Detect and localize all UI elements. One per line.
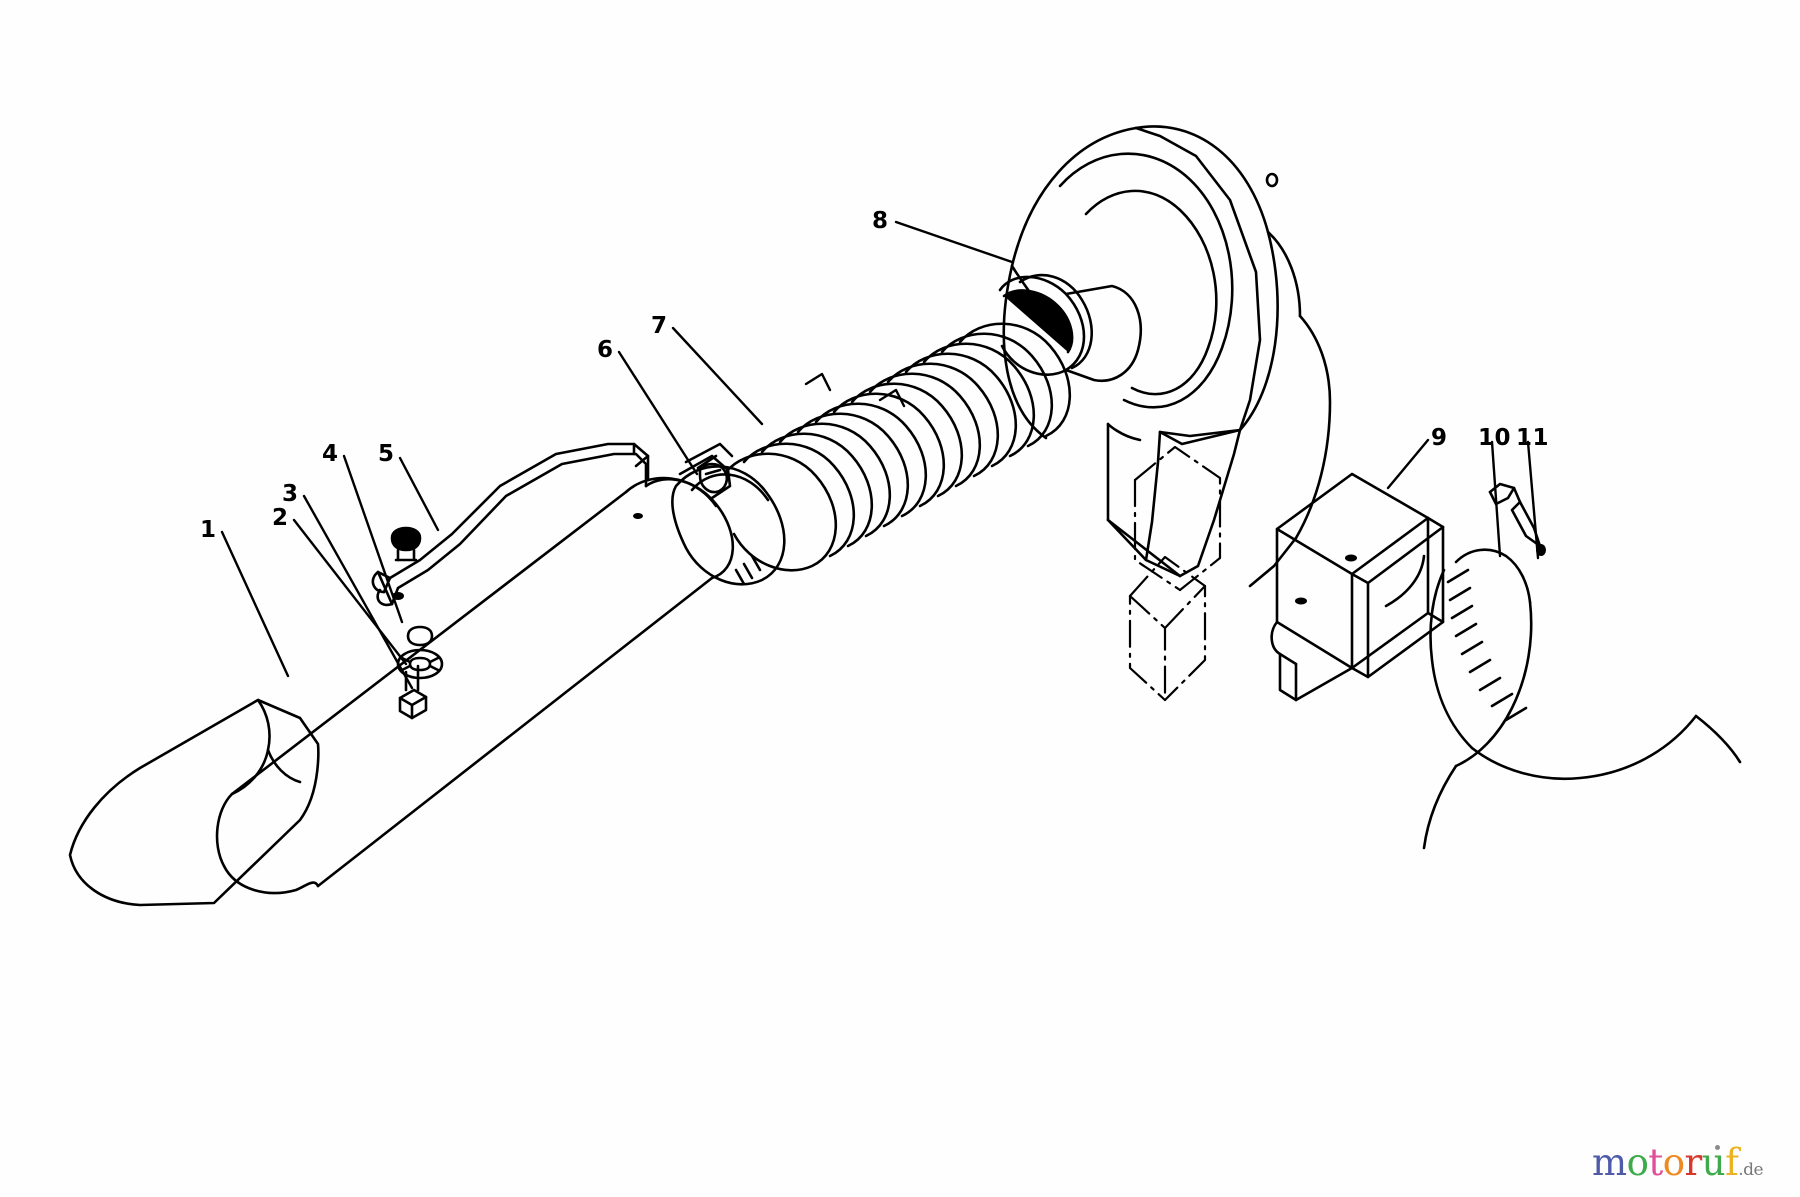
bag-cuff-and-fasteners bbox=[1422, 482, 1742, 850]
discharge-chute-outlet bbox=[68, 698, 320, 907]
flexible-corrugated-hose bbox=[724, 322, 1072, 572]
callout-4: 4 bbox=[322, 441, 339, 467]
support-bracket-rod bbox=[371, 442, 650, 607]
flow-direction-arrows bbox=[804, 372, 906, 408]
watermark-letter-r: r bbox=[1684, 1141, 1703, 1184]
callout-3: 3 bbox=[282, 481, 299, 507]
callout-11: 11 bbox=[1516, 425, 1550, 451]
watermark-letter-t: t bbox=[1648, 1141, 1663, 1184]
blower-housing bbox=[998, 125, 1279, 578]
watermark-dot-accent bbox=[1715, 1145, 1720, 1150]
callout-1: 1 bbox=[200, 517, 217, 543]
callout-2: 2 bbox=[272, 505, 289, 531]
motoruf-watermark: motoruf.de bbox=[1592, 1141, 1764, 1184]
watermark-letter-m: m bbox=[1592, 1141, 1627, 1184]
deflector-shield-plate bbox=[1270, 472, 1445, 702]
callout-8: 8 bbox=[872, 208, 889, 234]
callout-7: 7 bbox=[651, 313, 668, 339]
callout-10: 10 bbox=[1478, 425, 1512, 451]
vacuum-hose-tube bbox=[215, 476, 735, 895]
deflector-phantom-position bbox=[1128, 445, 1222, 702]
watermark-tld: .de bbox=[1738, 1160, 1764, 1180]
callout-leader-lines bbox=[220, 220, 1540, 690]
watermark-letter-u: u bbox=[1701, 1141, 1726, 1184]
callout-9: 9 bbox=[1431, 425, 1448, 451]
watermark-letter-o1: o bbox=[1626, 1141, 1649, 1184]
callout-5: 5 bbox=[378, 441, 395, 467]
watermark-letter-o2: o bbox=[1662, 1141, 1685, 1184]
watermark-letter-f: f bbox=[1725, 1141, 1739, 1184]
callout-6: 6 bbox=[597, 337, 614, 363]
